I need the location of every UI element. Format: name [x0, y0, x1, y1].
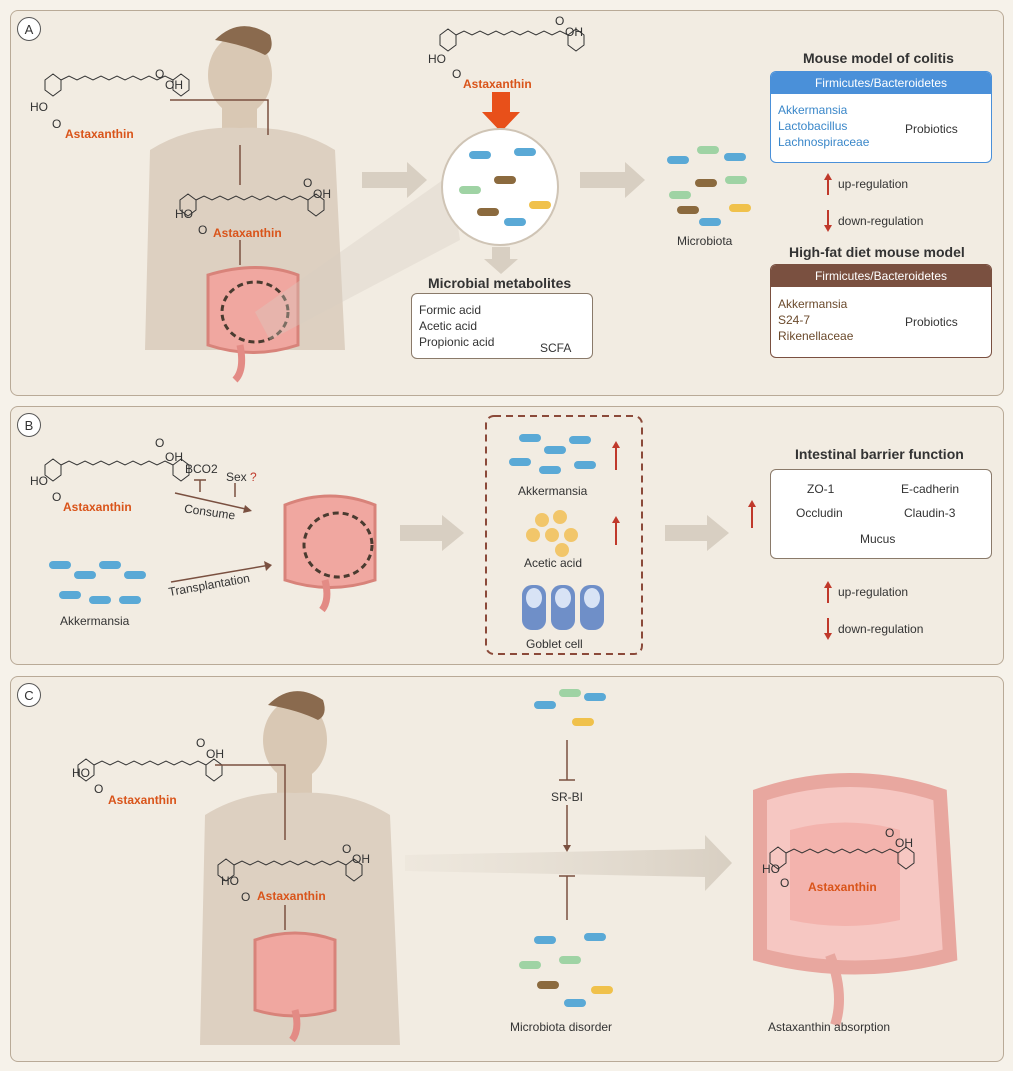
- molecule-ho-a1: HO: [30, 100, 48, 114]
- scfa-label: SCFA: [540, 341, 572, 355]
- molecule-o-a1: O: [52, 117, 62, 131]
- metabolite-item: Acetic acid: [419, 319, 478, 333]
- molecule-o-c3: O: [780, 876, 790, 890]
- molecule-o-a3b: O: [555, 14, 565, 28]
- molecule-o-a2b: O: [303, 176, 313, 190]
- barrier-title: Intestinal barrier function: [795, 446, 964, 462]
- molecule-oh-a3: OH: [565, 25, 583, 39]
- legend-down-b: down-regulation: [838, 622, 924, 636]
- metabolites-title: Microbial metabolites: [428, 275, 572, 291]
- molecule-o-c2: O: [241, 890, 251, 904]
- metabolites-box: Formic acid Acetic acid Propionic acid S…: [411, 293, 593, 359]
- hfd-bacterium: Akkermansia: [778, 297, 848, 311]
- sex-label: Sex: [226, 470, 247, 484]
- molecule-o-c2b: O: [342, 842, 352, 856]
- panel-c: [10, 676, 1004, 1062]
- astaxanthin-label-a3: Astaxanthin: [463, 77, 532, 91]
- goblet-label: Goblet cell: [526, 637, 583, 651]
- molecule-oh-a2: OH: [313, 187, 331, 201]
- colitis-bacterium: Lachnospiraceae: [778, 135, 870, 149]
- colitis-probiotics: Probiotics: [905, 122, 958, 136]
- molecule-o-a3: O: [452, 67, 462, 81]
- srbi-label: SR-BI: [551, 790, 584, 804]
- hfd-probiotics: Probiotics: [905, 315, 958, 329]
- molecule-ho-a2: HO: [175, 207, 193, 221]
- astaxanthin-label-c1: Astaxanthin: [108, 793, 177, 807]
- hfd-ratio-header: Firmicutes/Bacteroidetes: [771, 265, 991, 287]
- colitis-bacterium: Lactobacillus: [778, 119, 848, 133]
- bco2-label: BCO2: [185, 462, 218, 476]
- hfd-bacterium: S24-7: [778, 313, 811, 327]
- acetic-label-b: Acetic acid: [524, 556, 583, 570]
- barrier-box: ZO-1 E-cadherin Occludin Claudin-3 Mucus: [770, 469, 992, 559]
- panel-b-label: B: [17, 413, 41, 437]
- barrier-item: ZO-1: [807, 482, 835, 496]
- barrier-item: E-cadherin: [901, 482, 960, 496]
- molecule-ho-a3: HO: [428, 52, 446, 66]
- microbiota-disorder-label: Microbiota disorder: [510, 1020, 613, 1034]
- hfd-bacterium: Rikenellaceae: [778, 329, 854, 343]
- barrier-item: Occludin: [796, 506, 843, 520]
- astaxanthin-label-b: Astaxanthin: [63, 500, 132, 514]
- molecule-oh-c2: OH: [352, 852, 370, 866]
- colitis-box: Firmicutes/Bacteroidetes Akkermansia Lac…: [770, 71, 992, 163]
- molecule-ho-c1: HO: [72, 766, 90, 780]
- molecule-o-b: O: [52, 490, 62, 504]
- molecule-oh-b: OH: [165, 450, 183, 464]
- molecule-oh-a1: OH: [165, 78, 183, 92]
- colitis-title: Mouse model of colitis: [803, 50, 954, 66]
- astaxanthin-label-c3: Astaxanthin: [808, 880, 877, 894]
- astaxanthin-label-a2: Astaxanthin: [213, 226, 282, 240]
- panel-a-label: A: [17, 17, 41, 41]
- barrier-item: Claudin-3: [904, 506, 956, 520]
- metabolite-item: Propionic acid: [419, 335, 495, 349]
- colitis-ratio-header: Firmicutes/Bacteroidetes: [771, 72, 991, 94]
- astaxanthin-label-a1: Astaxanthin: [65, 127, 134, 141]
- molecule-o-a1b: O: [155, 67, 165, 81]
- molecule-ho-b: HO: [30, 474, 48, 488]
- molecule-o-a2: O: [198, 223, 208, 237]
- molecule-o-c1: O: [94, 782, 104, 796]
- colitis-bacterium: Akkermansia: [778, 103, 848, 117]
- absorption-label: Astaxanthin absorption: [768, 1020, 891, 1034]
- hfd-box: Firmicutes/Bacteroidetes Akkermansia S24…: [770, 264, 992, 358]
- akkermansia-label-b2: Akkermansia: [518, 484, 588, 498]
- molecule-ho-c2: HO: [221, 874, 239, 888]
- barrier-item: Mucus: [860, 532, 896, 546]
- molecule-o-c1b: O: [196, 736, 206, 750]
- metabolite-item: Formic acid: [419, 303, 482, 317]
- microbiota-label: Microbiota: [677, 234, 733, 248]
- molecule-o-bb: O: [155, 436, 165, 450]
- astaxanthin-label-c2: Astaxanthin: [257, 889, 326, 903]
- molecule-ho-c3: HO: [762, 862, 780, 876]
- panel-c-label: C: [17, 683, 41, 707]
- molecule-oh-c1: OH: [206, 747, 224, 761]
- molecule-oh-c3: OH: [895, 836, 913, 850]
- legend-up-b: up-regulation: [838, 585, 909, 599]
- akkermansia-label-b: Akkermansia: [60, 614, 130, 628]
- legend-up-a: up-regulation: [838, 177, 909, 191]
- molecule-o-c3b: O: [885, 826, 895, 840]
- legend-down-a: down-regulation: [838, 214, 924, 228]
- hfd-title: High-fat diet mouse model: [789, 244, 965, 260]
- sex-question: ?: [250, 470, 257, 484]
